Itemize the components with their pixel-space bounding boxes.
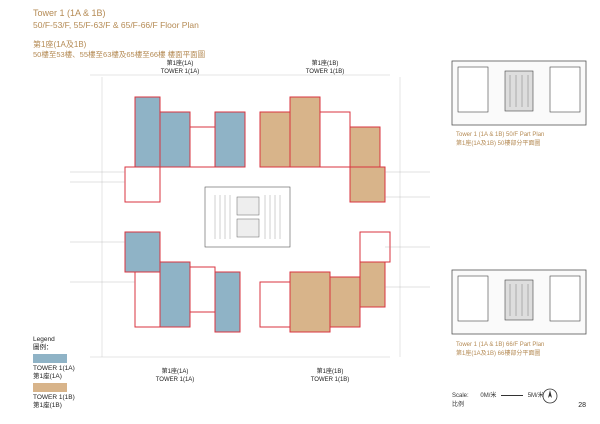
part-plan-66f-caption-en: Tower 1 (1A & 1B) 66/F Part Plan: [456, 342, 545, 348]
scale-end: 5M/米: [527, 393, 544, 399]
flat-block-1b-bottom: [259, 231, 391, 333]
legend-item-1a-zh: 第1座(1A): [33, 373, 62, 380]
part-plan-66f: [451, 269, 587, 335]
label-top-right-en: TOWER 1(1B): [306, 69, 345, 75]
label-top-left-en: TOWER 1(1A): [161, 69, 200, 75]
scale-bar: Scale: 0M/米 5M/米 比例: [452, 390, 544, 408]
flat-block-1b-top: [259, 96, 386, 203]
flat-block-1a-top: [124, 96, 246, 203]
page-title: Tower 1 (1A & 1B): [33, 8, 106, 18]
legend-item-1b-zh: 第1座(1B): [33, 402, 62, 409]
page-title-zh: 第1座(1A及1B): [33, 40, 87, 49]
annotation-leaders: [70, 171, 430, 288]
legend-item-1a-en: TOWER 1(1A): [33, 365, 75, 372]
label-bottom-left-en: TOWER 1(1A): [156, 377, 195, 383]
page-number: 28: [578, 402, 586, 409]
part-plan-50f-caption-zh: 第1座(1A及1B) 50樓部分平面圖: [456, 141, 541, 147]
scale-label-en: Scale:: [452, 393, 469, 399]
scale-start: 0M/米: [480, 393, 497, 399]
scale-line: [501, 394, 524, 396]
floor-range-zh: 50樓至53樓、55樓至63樓及65樓至66樓 樓面平面圖: [33, 50, 206, 59]
legend: Legend 圖例： TOWER 1(1A) 第1座(1A) TOWER 1(1…: [33, 336, 103, 410]
label-top-right-zh: 第1座(1B): [312, 59, 339, 67]
main-floor-plan: 第1座(1A) TOWER 1(1A) 第1座(1B) TOWER 1(1B) …: [70, 59, 430, 383]
label-bottom-right-en: TOWER 1(1B): [311, 377, 350, 383]
north-arrow-icon: [542, 388, 558, 404]
central-core: [204, 186, 291, 248]
legend-swatch-1b: [33, 383, 67, 392]
legend-item-1b-en: TOWER 1(1B): [33, 394, 75, 401]
legend-title-zh: 圖例：: [33, 344, 53, 351]
legend-swatch-1a: [33, 354, 67, 363]
scale-label-zh: 比例: [452, 402, 465, 408]
label-bottom-right-zh: 第1座(1B): [317, 367, 344, 375]
dimension-lines: [90, 74, 401, 358]
label-bottom-left-zh: 第1座(1A): [162, 367, 189, 375]
floor-range-en: 50/F-53/F, 55/F-63/F & 65/F-66/F Floor P…: [33, 20, 199, 30]
flat-block-1a-bottom: [124, 231, 241, 333]
part-plan-50f-caption-en: Tower 1 (1A & 1B) 50/F Part Plan: [456, 132, 545, 138]
part-plan-66f-caption-zh: 第1座(1A及1B) 66樓部分平面圖: [456, 351, 541, 357]
label-top-left-zh: 第1座(1A): [167, 59, 194, 67]
part-plan-50f: [451, 60, 587, 126]
legend-title-en: Legend: [33, 336, 55, 343]
